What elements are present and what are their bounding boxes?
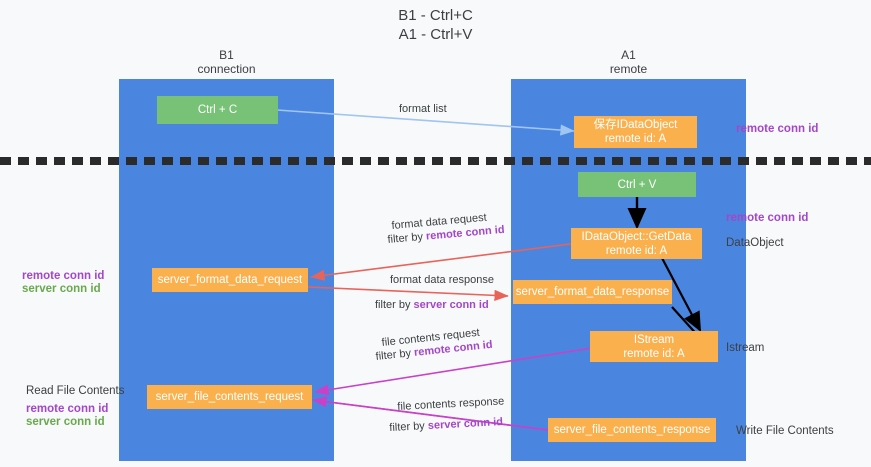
filter-by-text: filter by [387, 230, 427, 246]
annotation-left-remote-conn-id-2: remote conn id [26, 403, 109, 415]
edge-label-format-list: format list [399, 103, 447, 115]
annotation-left-remote-conn-id: remote conn id [22, 270, 105, 282]
node-save-idataobject-label: 保存IDataObject [593, 119, 678, 131]
edge-format-data-request [310, 242, 579, 281]
node-server-file-contents-response-label: server_file_contents_response [553, 424, 711, 436]
lane-header-a1: A1 remote [511, 48, 746, 76]
edge-format-data-response [307, 286, 509, 301]
node-server-file-contents-response[interactable]: server_file_contents_response [548, 418, 716, 442]
annotation-remote-conn-id-mid: remote conn id [726, 212, 809, 224]
lane-a1-title: A1 [621, 48, 636, 62]
title-line-2: A1 - Ctrl+V [398, 26, 473, 43]
annotation-read-file-contents: Read File Contents [26, 385, 125, 397]
node-idataobject-getdata-label: IDataObject::GetData [581, 230, 692, 243]
annotation-write-file-contents: Write File Contents [736, 425, 834, 437]
node-idataobject-getdata[interactable]: IDataObject::GetData remote id: A [571, 228, 702, 259]
lane-b1-title: B1 [219, 48, 234, 62]
annotation-remote-conn-id-top: remote conn id [736, 123, 819, 135]
edge-label-format-data-response-line1: format data response [390, 274, 494, 286]
edge-file-contents-response [312, 396, 549, 431]
node-server-format-data-response-label: server_format_data_response [515, 286, 670, 298]
node-server-format-data-request[interactable]: server_format_data_request [152, 268, 308, 292]
filter-by-text: filter by [389, 419, 429, 434]
section-divider [0, 157, 871, 165]
node-idataobject-getdata-sublabel: remote id: A [605, 244, 668, 257]
annotation-left-server-conn-id-2: server conn id [26, 416, 105, 428]
edge-file-contents-request [314, 347, 593, 396]
node-istream-sublabel: remote id: A [623, 347, 685, 360]
filter-by-text: filter by [375, 346, 415, 363]
title-line-1: B1 - Ctrl+C [398, 7, 473, 24]
annotation-dataobject: DataObject [726, 237, 784, 249]
node-server-file-contents-request-label: server_file_contents_request [155, 391, 304, 403]
edge-format-list [276, 109, 575, 136]
lane-b1-subtitle: connection [197, 62, 256, 76]
node-istream[interactable]: IStream remote id: A [590, 331, 718, 362]
node-istream-label: IStream [633, 333, 675, 346]
edge-label-format-data-response-line2: filter by server conn id [375, 298, 489, 312]
edge-getdata-to-istream [661, 257, 702, 332]
filter-key-server-conn-id: server conn id [427, 416, 504, 432]
node-ctrl-c[interactable]: Ctrl + C [157, 96, 278, 124]
annotation-istream: Istream [726, 342, 765, 354]
lane-header-b1: B1 connection [119, 48, 334, 76]
node-save-idataobject-sublabel: remote id: A [604, 133, 667, 145]
filter-by-text: filter by [375, 299, 414, 311]
lane-a1-subtitle: remote [609, 62, 648, 76]
filter-key-server-conn-id: server conn id [413, 299, 489, 311]
annotation-left-server-conn-id: server conn id [22, 283, 101, 295]
page-title: B1 - Ctrl+C A1 - Ctrl+V [0, 6, 871, 44]
node-server-format-data-request-label: server_format_data_request [157, 274, 303, 286]
node-save-idataobject[interactable]: 保存IDataObject remote id: A [574, 116, 697, 148]
node-ctrl-v-label: Ctrl + V [617, 178, 657, 191]
node-server-format-data-response[interactable]: server_format_data_response [513, 280, 672, 304]
node-server-file-contents-request[interactable]: server_file_contents_request [147, 385, 312, 409]
node-ctrl-c-label: Ctrl + C [197, 104, 238, 116]
node-ctrl-v[interactable]: Ctrl + V [578, 172, 696, 197]
